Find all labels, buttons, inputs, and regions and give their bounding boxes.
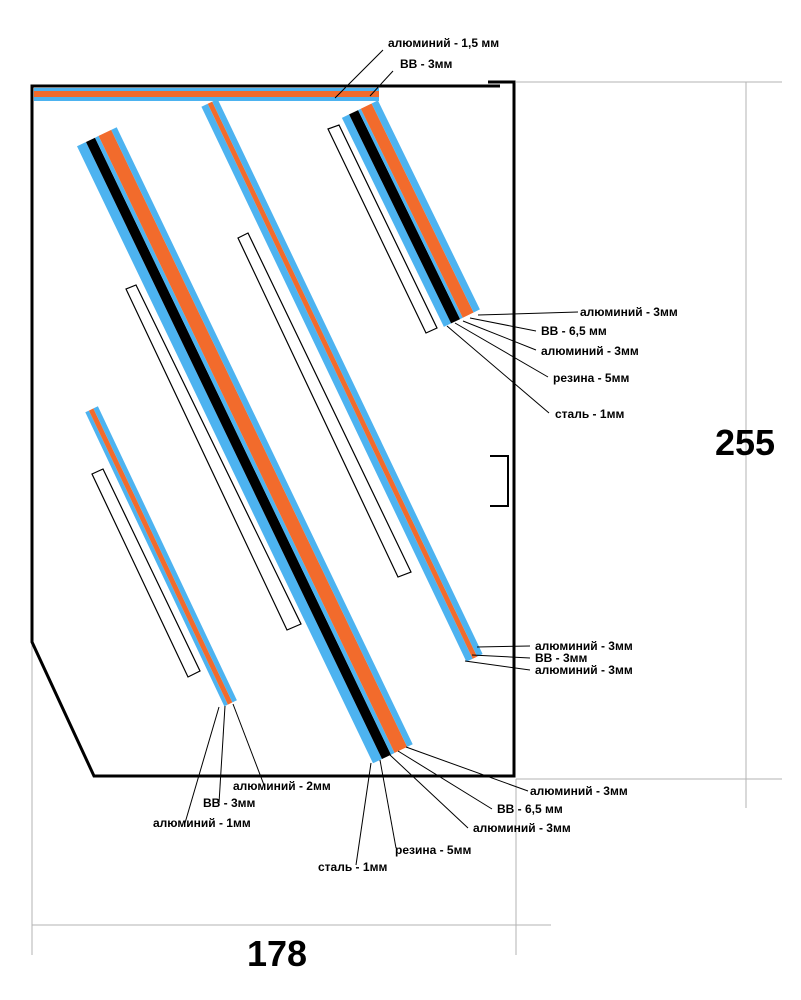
top-plate [34,88,379,101]
leader-line-17 [184,706,220,824]
label-mid-0: алюминий - 3мм [535,639,633,653]
top-plate-explosive [34,91,379,97]
leader-line-5 [454,322,549,378]
leader-line-10 [405,746,529,792]
hull-bracket [490,455,509,507]
label-top-explosive: ВВ - 3мм [400,57,453,71]
label-lg-1: ВВ - 6,5 мм [497,802,563,816]
leader-line-4 [462,320,537,351]
label-lg-3: резина - 5мм [395,843,471,857]
leader-line-0 [334,49,384,99]
leader-line-2 [477,311,579,316]
label-top-aluminium: алюминий - 1,5 мм [388,36,499,50]
upper-right-module-layer-2 [358,108,463,320]
small-module-labels: алюминий - 2мм ВВ - 3мм алюминий - 1мм [153,779,331,830]
label-sm-2: алюминий - 1мм [153,816,251,830]
leader-line-6 [446,325,550,414]
hull-profile [30,80,516,778]
large-module-layer-1 [86,137,391,759]
leader-line-3 [469,317,537,332]
upper-right-module-labels: алюминий - 3мм ВВ - 6,5 мм алюминий - 3м… [541,305,678,421]
label-ur-2: алюминий - 3мм [541,344,639,358]
leader-line-13 [379,759,397,849]
leader-line-1 [369,70,394,97]
label-ur-0: алюминий - 3мм [580,305,678,319]
small-module-steel-plate [91,468,201,678]
hull-outline [30,80,516,778]
middle-module-labels: алюминий - 3мм ВВ - 3мм алюминий - 3мм [535,639,633,677]
large-module-labels: алюминий - 3мм ВВ - 6,5 мм алюминий - 3м… [318,784,628,874]
large-module-layer-3 [98,129,408,753]
armor-modules [77,99,483,764]
large-module-steel-plate [125,284,302,631]
middle-module-layer-2 [212,99,483,657]
middle-module-layer-1 [207,101,478,659]
upper-right-module-layer-3 [360,103,474,318]
label-lg-4: сталь - 1мм [318,860,387,874]
leader-line-14 [355,762,372,866]
dimension-width: 178 [247,933,307,974]
large-module-layer-0 [77,142,382,764]
dimension-height: 255 [715,422,775,463]
small-module-layer-0 [85,410,228,707]
middle-module-layer-0 [201,103,473,662]
label-ur-3: резина - 5мм [553,371,629,385]
label-ur-4: сталь - 1мм [555,407,624,421]
upper-right-module-steel-plate [327,124,438,334]
leader-line-15 [232,703,265,786]
middle-module-steel-plate [237,232,412,578]
leader-line-12 [389,754,469,829]
leader-line-11 [397,750,493,810]
upper-right-module-layer-4 [371,100,480,313]
label-sm-0: алюминий - 2мм [233,779,331,793]
small-module-layer-1 [88,408,233,705]
upper-right-module-layer-0 [341,114,452,327]
leader-line-16 [218,705,226,804]
label-sm-1: ВВ - 3мм [203,796,256,810]
leader-line-7 [476,645,531,648]
large-module-layer-2 [95,135,395,755]
label-lg-0: алюминий - 3мм [530,784,628,798]
leader-line-8 [471,654,531,659]
small-module-layer-2 [93,406,237,703]
label-mid-1: ВВ - 3мм [535,651,588,665]
leader-line-9 [464,660,531,671]
label-lg-2: алюминий - 3мм [473,821,571,835]
upper-right-module-layer-1 [349,110,461,324]
leader-lines [184,49,579,866]
large-module-layer-4 [111,127,413,747]
label-mid-2: алюминий - 3мм [535,663,633,677]
dimension-lines [31,81,782,955]
label-ur-1: ВВ - 6,5 мм [541,324,607,338]
top-plate-labels: алюминий - 1,5 мм ВВ - 3мм [388,36,499,71]
